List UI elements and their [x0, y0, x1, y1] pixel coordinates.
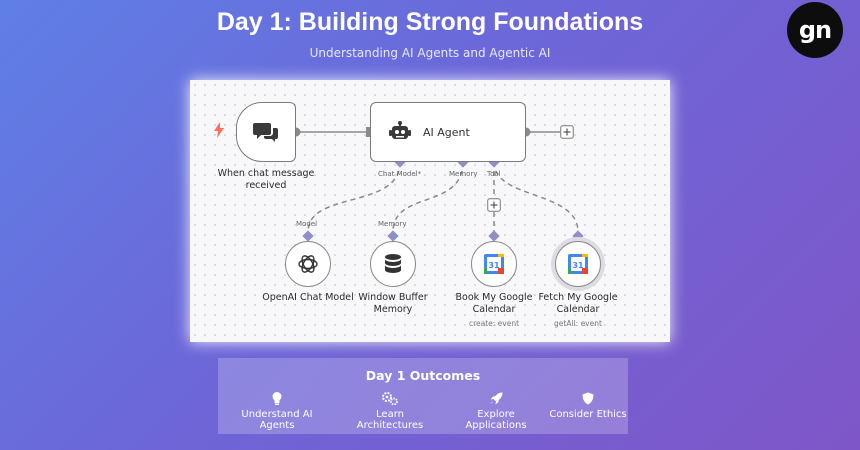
calendar-number: 31	[488, 261, 500, 270]
outcome-architectures: Learn Architectures	[342, 392, 438, 431]
memory-input-label: Memory	[378, 220, 407, 228]
robot-icon	[389, 121, 411, 139]
agent-input-port	[366, 127, 370, 137]
calendar-number: 31	[572, 261, 584, 270]
page-subtitle: Understanding AI Agents and Agentic AI	[309, 46, 551, 60]
fetch-calendar-label: Fetch My Google Calendar	[538, 292, 618, 315]
workflow-canvas[interactable]: When chat message received AI Agent Chat…	[190, 80, 670, 342]
chat-bubbles-icon	[253, 123, 278, 142]
add-node-icon[interactable]	[560, 125, 574, 139]
trigger-label: When chat message received	[217, 168, 315, 191]
outcome-applications: Explore Applications	[446, 392, 546, 431]
google-calendar-icon: 31	[484, 254, 504, 274]
fetch-calendar-node[interactable]: 31	[555, 241, 601, 287]
gears-icon	[382, 392, 398, 405]
rocket-icon	[490, 392, 502, 405]
outcome-label: Learn Architectures	[356, 409, 424, 431]
outcome-label: Understand AI Agents	[241, 409, 313, 431]
fetch-calendar-operation: getAll: event	[554, 319, 602, 328]
memory-node-label: Window Buffer Memory	[358, 292, 428, 315]
book-calendar-operation: create: event	[468, 319, 520, 328]
tool-port-label: Tool	[487, 170, 501, 178]
openai-icon	[298, 255, 318, 273]
window-buffer-memory-node[interactable]	[370, 241, 416, 287]
chat-model-port-label: Chat Model*	[378, 170, 422, 178]
database-icon	[385, 254, 401, 273]
outcomes-panel: Day 1 Outcomes Understand AI Agents Lear…	[218, 358, 628, 434]
agent-label: AI Agent	[423, 125, 470, 139]
add-tool-icon[interactable]	[487, 198, 501, 212]
page-title: Day 1: Building Strong Foundations	[216, 8, 644, 36]
lightbulb-icon	[272, 392, 282, 405]
shield-icon	[582, 392, 594, 405]
memory-port-label: Memory	[449, 170, 478, 178]
chat-trigger-node[interactable]	[236, 102, 296, 162]
outcomes-title: Day 1 Outcomes	[365, 368, 481, 383]
trigger-bolt-icon	[214, 122, 224, 138]
openai-chat-model-node[interactable]	[285, 241, 331, 287]
book-calendar-node[interactable]: 31	[471, 241, 517, 287]
ai-agent-node[interactable]: AI Agent	[370, 102, 526, 162]
outcome-understand: Understand AI Agents	[230, 392, 324, 431]
book-calendar-label: Book My Google Calendar	[455, 292, 533, 315]
outcome-label: Explore Applications	[465, 409, 527, 431]
logo: gn	[787, 2, 843, 58]
outcome-label: Consider Ethics	[549, 409, 627, 420]
google-calendar-icon: 31	[568, 254, 588, 274]
openai-node-label: OpenAI Chat Model	[262, 292, 354, 303]
outcome-ethics: Consider Ethics	[548, 392, 628, 420]
model-input-label: Model	[296, 220, 318, 228]
